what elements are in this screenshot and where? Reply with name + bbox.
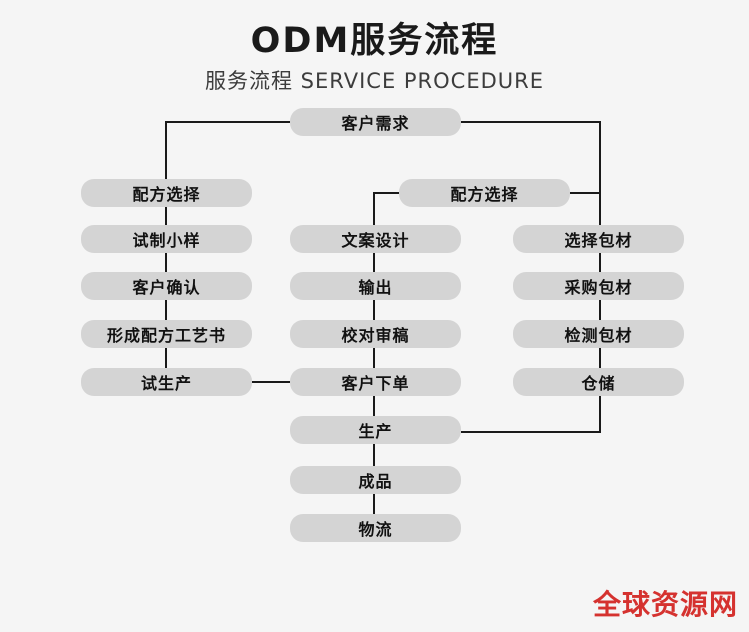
node-production: 生产 [290, 416, 461, 444]
node-formula-selection-middle: 配方选择 [399, 179, 570, 207]
connector-right-2-3 [599, 300, 601, 320]
connector-trialproduction-to-order [252, 381, 290, 383]
connector-mid-1-2 [373, 253, 375, 272]
node-packaging-inspection: 检测包材 [513, 320, 684, 348]
node-trial-sample: 试制小样 [81, 225, 252, 253]
node-formula-selection-left: 配方选择 [81, 179, 252, 207]
connector-right-branch-down [599, 121, 601, 225]
node-logistics: 物流 [290, 514, 461, 542]
node-customer-demand: 客户需求 [290, 108, 461, 136]
connector-left-3-4 [165, 300, 167, 320]
node-finished-product: 成品 [290, 466, 461, 494]
connector-mid-3-4 [373, 348, 375, 368]
node-output: 输出 [290, 272, 461, 300]
node-trial-production: 试生产 [81, 368, 252, 396]
connector-left-1-2 [165, 207, 167, 225]
connector-formula2-to-middle [373, 192, 399, 194]
node-packaging-purchase: 采购包材 [513, 272, 684, 300]
node-formula-process-book: 形成配方工艺书 [81, 320, 252, 348]
connector-mid-4-5 [373, 396, 375, 416]
connector-mid-5-6 [373, 444, 375, 466]
node-packaging-selection: 选择包材 [513, 225, 684, 253]
node-warehousing: 仓储 [513, 368, 684, 396]
connector-root-to-right [460, 121, 601, 123]
node-customer-confirmation: 客户确认 [81, 272, 252, 300]
node-proofreading: 校对审稿 [290, 320, 461, 348]
connector-right-3-4 [599, 348, 601, 368]
connector-left-4-5 [165, 348, 167, 368]
connector-root-to-left [165, 121, 290, 123]
connector-mid-2-3 [373, 300, 375, 320]
page-title: ODM服务流程 [250, 21, 499, 61]
connector-mid-6-7 [373, 494, 375, 514]
node-customer-order: 客户下单 [290, 368, 461, 396]
connector-middle-branch-down [373, 192, 375, 225]
connector-warehouse-down [599, 396, 601, 433]
connector-formula2-to-right [570, 192, 601, 194]
page-subtitle: 服务流程 SERVICE PROCEDURE [205, 69, 544, 93]
connector-warehouse-to-production [461, 431, 601, 433]
site-watermark: 全球资源网 [592, 588, 738, 621]
connector-left-2-3 [165, 253, 167, 272]
node-copy-design: 文案设计 [290, 225, 461, 253]
connector-right-1-2 [599, 253, 601, 272]
connector-left-branch-down [165, 121, 167, 179]
